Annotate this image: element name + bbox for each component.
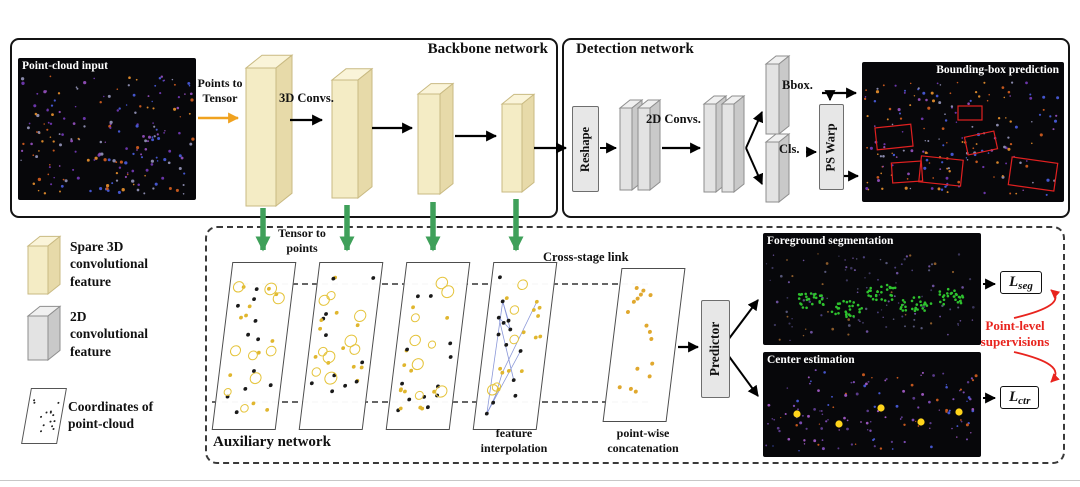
- legend-point-coordinates-icon: [21, 388, 67, 444]
- tensor-to-points-label: Tensor to points: [278, 226, 326, 255]
- center-estimation-scatter: [765, 369, 978, 452]
- bounding-box-prediction-image: Bounding-box prediction: [862, 62, 1064, 202]
- point-level-supervisions-label: Point-level supervisions: [980, 318, 1050, 349]
- legend-2d-feature-label: 2D convolutional feature: [70, 309, 149, 359]
- conv2d-label: 2D Convs.: [646, 112, 701, 126]
- ps-warp-label: PS Warp: [824, 122, 839, 172]
- reshape-label: Reshape: [578, 126, 592, 172]
- point-cloud-scatter: [20, 75, 195, 195]
- cross-stage-link-label: Cross-stage link: [543, 250, 629, 264]
- reshape-box: Reshape: [572, 106, 599, 192]
- point-wise-concatenation-label: point-wise concatenation: [607, 426, 679, 455]
- loss-ctr-box: Lctr: [1000, 386, 1040, 409]
- legend-point-coordinates-label: Coordinates of point-cloud: [68, 399, 154, 432]
- aux-feature-map-interpolation: [472, 262, 558, 430]
- backbone-network-box: [10, 38, 558, 218]
- points-to-tensor-label: Points to Tensor: [197, 76, 243, 105]
- legend-2d-slab: [26, 305, 62, 362]
- bounding-box-prediction-label: Bounding-box prediction: [936, 64, 1059, 76]
- conv3d-label: 3D Convs.: [279, 91, 334, 105]
- detection-network-title: Detection network: [576, 41, 694, 57]
- ps-warp-box: PS Warp: [819, 104, 844, 190]
- foreground-scatter: [765, 253, 975, 342]
- auxiliary-network-box: [205, 226, 1065, 464]
- loss-ctr-subscript: ctr: [1018, 395, 1031, 407]
- point-cloud-input-label: Point-cloud input: [22, 60, 108, 72]
- bbox-head-label: Bbox.: [782, 78, 813, 92]
- legend-2d-feature-icon: [26, 305, 62, 362]
- loss-seg-box: Lseg: [1000, 271, 1042, 294]
- aux-feature-map-1: [211, 262, 297, 430]
- center-estimation-label: Center estimation: [767, 354, 855, 366]
- loss-seg-subscript: seg: [1018, 280, 1033, 292]
- aux-feature-map-2: [298, 262, 384, 430]
- point-cloud-input-image: Point-cloud input: [18, 58, 196, 200]
- detection-network-box: [562, 38, 1070, 218]
- aux-feature-map-concatenated: [602, 268, 686, 422]
- foreground-segmentation-image: Foreground segmentation: [763, 233, 981, 345]
- legend-sparse-3d-slab: [26, 235, 62, 296]
- center-estimation-image: Center estimation: [763, 352, 981, 457]
- auxiliary-network-title: Auxiliary network: [213, 434, 331, 450]
- loss-seg-symbol: L: [1009, 274, 1019, 290]
- predictor-label: Predictor: [707, 321, 723, 377]
- backbone-network-title: Backbone network: [427, 41, 548, 57]
- page-divider: [0, 480, 1080, 481]
- cls-head-label: Cls.: [779, 142, 800, 156]
- feature-interpolation-label: feature interpolation: [480, 426, 548, 455]
- legend-sparse-3d-feature-label: Spare 3D convolutional feature: [70, 239, 149, 289]
- bounding-box-scatter: [863, 81, 1060, 196]
- predictor-box: Predictor: [701, 300, 730, 398]
- legend-sparse-3d-feature-icon: [26, 235, 62, 296]
- loss-ctr-symbol: L: [1009, 389, 1019, 405]
- aux-feature-map-3: [385, 262, 471, 430]
- foreground-segmentation-label: Foreground segmentation: [767, 235, 894, 247]
